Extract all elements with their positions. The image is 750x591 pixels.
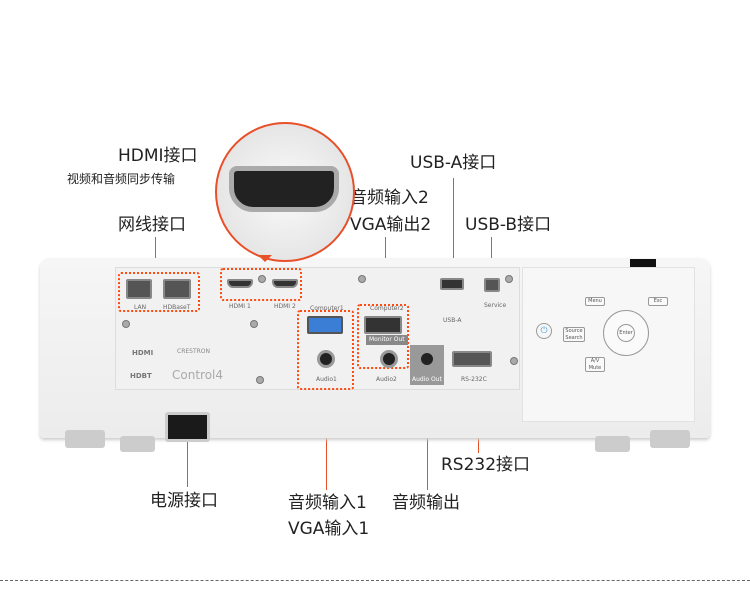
hdbaset-label: HDBaseT <box>163 304 191 311</box>
computer2-label: Computer2 <box>370 305 404 312</box>
esc-button[interactable]: Esc <box>648 297 668 306</box>
hdmi1-port <box>227 279 253 288</box>
power-button[interactable]: ⏻ <box>536 323 552 339</box>
screw <box>510 357 518 365</box>
audio-in1-leader <box>326 390 327 490</box>
control4-logo: Control4 <box>172 368 224 382</box>
hdmi-port-enlarged <box>229 166 339 212</box>
foot <box>120 436 155 452</box>
vga-out2-port <box>364 316 402 334</box>
audio-in1-callout: 音频输入1 <box>288 493 367 513</box>
screw <box>505 275 513 283</box>
power-socket <box>165 412 210 442</box>
crestron-logo: CRESTRON <box>177 348 211 355</box>
audio-out-callout: 音频输出 <box>392 493 460 513</box>
hdmi-logo: HDMI <box>132 349 154 357</box>
audio1-label: Audio1 <box>316 376 337 383</box>
audio-vga-in1-highlight <box>297 310 354 390</box>
audio-out-jack <box>418 350 436 368</box>
usb-a-leader <box>453 178 454 273</box>
vga-in1-callout: VGA输入1 <box>288 519 370 539</box>
audio2-label: Audio2 <box>376 376 397 383</box>
vga-out2-callout: VGA输出2 <box>350 215 432 235</box>
lan-label: LAN <box>134 304 147 311</box>
hdmi1-label: HDMI 1 <box>229 303 251 310</box>
hdmi2-label: HDMI 2 <box>274 303 296 310</box>
foot <box>650 430 690 448</box>
service-label: Service <box>484 302 507 309</box>
rs232-port <box>452 351 492 367</box>
foot <box>65 430 105 448</box>
screw <box>250 320 258 328</box>
hdbt-logo: HDBT <box>130 372 152 380</box>
usb-a-port <box>440 278 464 290</box>
hdbaset-port <box>163 279 191 299</box>
usb-b-leader <box>491 237 492 277</box>
direction-pad[interactable]: Enter <box>603 310 649 356</box>
monitor-out-badge: Monitor Out <box>366 335 408 345</box>
foot <box>595 436 630 452</box>
hdmi-zoom-circle <box>215 122 355 262</box>
vent <box>630 259 656 269</box>
lan-highlight <box>118 272 200 312</box>
hdmi-description: 视频和音频同步传输 <box>67 172 176 186</box>
vga-in1-port <box>307 316 343 334</box>
enter-button[interactable]: Enter <box>617 324 635 342</box>
divider <box>0 580 750 581</box>
screw <box>256 376 264 384</box>
lan-leader <box>155 237 156 272</box>
monitor-out-label: Monitor Out <box>369 336 405 343</box>
usb-a-callout: USB-A接口 <box>410 153 497 173</box>
power-leader <box>187 432 188 487</box>
hdmi-callout: HDMI接口 <box>118 146 198 166</box>
rs232-callout: RS232接口 <box>441 455 531 475</box>
audio-out-leader <box>427 390 428 490</box>
vga-out2-highlight <box>357 304 409 369</box>
power-callout: 电源接口 <box>150 491 218 511</box>
usb-a-label: USB-A <box>443 317 462 324</box>
av-mute-button[interactable]: A/V Mute <box>585 357 605 372</box>
screw <box>122 320 130 328</box>
callout-pointer <box>258 255 272 262</box>
usb-b-callout: USB-B接口 <box>465 215 552 235</box>
audio-out-label: Audio Out <box>412 376 442 383</box>
audio1-jack <box>317 350 335 368</box>
audio-in2-callout: 音频输入2 <box>350 188 429 208</box>
screw <box>358 275 366 283</box>
lan-callout: 网线接口 <box>118 215 186 235</box>
lan-port <box>126 279 152 299</box>
audio2-jack <box>380 350 398 368</box>
computer1-label: Computer1 <box>310 305 344 312</box>
rs232-label: RS-232C <box>461 376 487 383</box>
hdmi2-port <box>272 279 298 288</box>
usb-b-port <box>484 278 500 292</box>
hdmi-highlight <box>220 268 302 301</box>
screw <box>258 275 266 283</box>
menu-button[interactable]: Menu <box>585 297 605 306</box>
source-search-button[interactable]: Source Search <box>563 327 585 342</box>
